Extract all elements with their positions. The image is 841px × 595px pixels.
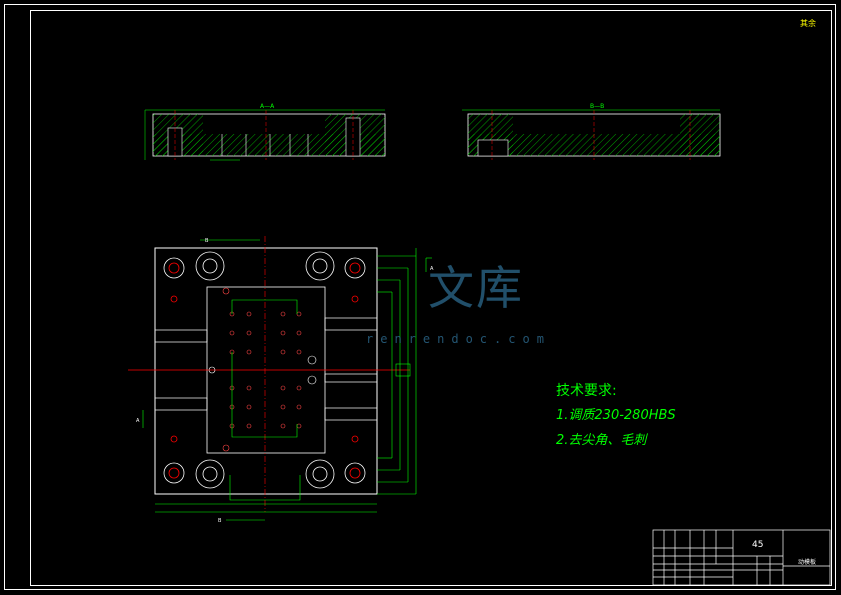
view-marker-b-top: B [205, 238, 209, 244]
section-b-b-view: B—B [462, 103, 721, 160]
section-b-b-label: B—B [590, 103, 604, 110]
section-a-a-view: A—A [144, 103, 386, 161]
view-marker-b-bottom: B [218, 518, 222, 524]
view-marker-a-right: A [430, 266, 434, 272]
plan-view: B B A A [128, 236, 434, 524]
technical-requirement-1: 1.调质230-280HBS [556, 408, 676, 423]
roughness-note: 其余 [800, 19, 816, 28]
technical-requirement-2: 2.去尖角、毛刺 [556, 433, 647, 448]
title-block [652, 529, 831, 586]
drawing-inner-border [30, 10, 832, 586]
watermark-url: renrendoc.com [366, 332, 551, 346]
section-a-a-label: A—A [260, 103, 275, 110]
watermark-brand: 文库 [428, 261, 524, 315]
technical-requirements-title: 技术要求: [556, 383, 617, 399]
drawing-outer-border [4, 4, 836, 590]
view-marker-a-left: A [136, 418, 140, 424]
title-block-drawing-name: 动模板 [798, 559, 817, 566]
title-block-material: 45 [752, 540, 764, 550]
